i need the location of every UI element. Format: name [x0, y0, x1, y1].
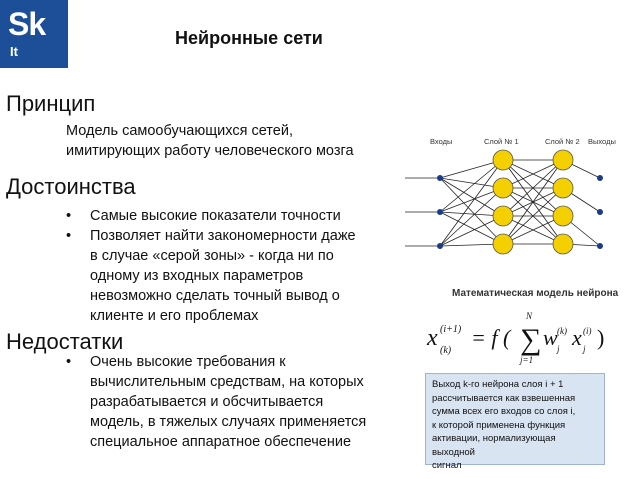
- connection-line: [502, 187, 564, 245]
- connection-line: [502, 159, 564, 189]
- neuron-node: [552, 149, 574, 171]
- bullet-line: клиенте и его проблемах: [90, 308, 259, 324]
- connection-line: [439, 187, 504, 213]
- advantages-heading: Достоинства: [6, 174, 136, 199]
- connection-line: [439, 177, 504, 245]
- output-node: [597, 209, 603, 215]
- network-connections: [405, 159, 601, 247]
- input-node: [437, 243, 443, 249]
- network-nodes: [437, 149, 603, 255]
- bullet-icon: •: [66, 228, 72, 244]
- formula-sum-top: N: [525, 311, 533, 321]
- formula-sum-bottom: j=1: [519, 355, 533, 365]
- bullet-line: специальное аппаратное обеспечение: [90, 434, 352, 450]
- bullet-icon: •: [66, 354, 72, 370]
- advantages-list: • Самые высокие показатели точности • По…: [66, 206, 356, 326]
- formula-w-sup: (k): [557, 326, 567, 336]
- formula-sup-left: (i+1): [440, 324, 462, 335]
- description-line: к которой применена функция: [432, 419, 566, 431]
- neuron-node: [492, 149, 514, 171]
- principle-text: Модель самообучающихся сетей, имитирующи…: [66, 121, 354, 161]
- bullet-line: невозможно сделать точный вывод о: [90, 288, 340, 304]
- connection-line: [439, 211, 504, 217]
- connection-line: [439, 159, 504, 179]
- logo-sub-text: It: [10, 44, 18, 59]
- inputs-label: Входы: [430, 137, 452, 146]
- description-line: сигнал: [432, 460, 462, 471]
- formula-sub-left: (k): [440, 345, 452, 356]
- description-line: сумма всех его входов со слоя i,: [432, 406, 576, 417]
- bullet-line: Очень высокие требования к: [90, 354, 286, 370]
- formula-x2-sup: (i): [583, 326, 592, 336]
- formula-eq: = f (: [471, 325, 512, 350]
- input-node: [437, 209, 443, 215]
- connection-line: [439, 243, 504, 247]
- neuron-node: [492, 205, 514, 227]
- disadvantages-list: • Очень высокие требования к вычислитель…: [66, 352, 366, 452]
- neural-network-diagram: Входы Слой № 1 Слой № 2 Выходы: [405, 137, 616, 255]
- connection-line: [439, 177, 504, 189]
- neuron-description-box: Выход k-го нейрона слоя i + 1 рассчитыва…: [425, 373, 605, 471]
- output-node: [597, 175, 603, 181]
- neuron-node: [492, 177, 514, 199]
- slide-title: Нейронные сети: [175, 28, 323, 48]
- description-line: Выход k-го нейрона слоя i + 1: [432, 379, 564, 390]
- connection-line: [439, 211, 504, 245]
- list-item: • Очень высокие требования к вычислитель…: [66, 352, 366, 452]
- bullet-line: разрабатывается и обсчитывается: [90, 394, 324, 410]
- list-item: • Самые высокие показатели точности: [66, 206, 356, 226]
- principle-line: Модель самообучающихся сетей,: [66, 123, 293, 139]
- neuron-node: [552, 233, 574, 255]
- formula-w-sub: j: [556, 344, 560, 354]
- connection-line: [439, 187, 504, 247]
- bullet-icon: •: [66, 208, 72, 224]
- neuron-node: [552, 205, 574, 227]
- output-node: [597, 243, 603, 249]
- connection-line: [439, 159, 504, 247]
- bullet-line: Позволяет найти закономерности даже: [90, 228, 356, 244]
- principle-heading: Принцип: [6, 91, 96, 116]
- disadvantages-heading: Недостатки: [6, 329, 124, 354]
- logo-main-text: Sk: [8, 6, 46, 42]
- connection-line: [439, 177, 504, 217]
- formula-x: x: [426, 325, 438, 351]
- bullet-line: одному из входных параметров: [90, 268, 304, 284]
- bullet-line: вычислительным средствам, на которых: [90, 374, 364, 390]
- list-item: • Позволяет найти закономерности даже в …: [66, 226, 356, 326]
- formula-close: ): [597, 325, 604, 350]
- neuron-formula: x (i+1) (k) = f ( ∑ N j=1 w (k) j x (i) …: [426, 311, 604, 365]
- description-line: рассчитывается как взвешенная: [432, 392, 576, 404]
- formula-w: w: [543, 325, 558, 350]
- formula-x2: x: [571, 325, 582, 350]
- connection-line: [502, 215, 564, 245]
- skoltech-logo: Sk It: [0, 0, 68, 68]
- description-line: активации, нормализующая выходной: [432, 433, 556, 458]
- connection-line: [439, 159, 504, 213]
- outputs-label: Выходы: [588, 137, 616, 146]
- connection-line: [439, 215, 504, 247]
- neuron-node: [492, 233, 514, 255]
- formula-x2-sub: j: [582, 344, 586, 354]
- layer2-label: Слой № 2: [545, 137, 580, 146]
- principle-line: имитирующих работу человеческого мозга: [66, 143, 354, 159]
- bullet-line: модель, в тяжелых случаях применяется: [90, 414, 367, 430]
- input-node: [437, 175, 443, 181]
- connection-line: [502, 159, 564, 245]
- layer1-label: Слой № 1: [484, 137, 519, 146]
- bullet-line: Самые высокие показатели точности: [90, 208, 341, 224]
- connection-line: [502, 159, 564, 217]
- neuron-node: [552, 177, 574, 199]
- neuron-model-title: Математическая модель нейрона: [452, 288, 619, 299]
- formula-sum: ∑: [520, 323, 541, 356]
- bullet-line: в случае «серой зоны» - когда ни по: [90, 248, 334, 264]
